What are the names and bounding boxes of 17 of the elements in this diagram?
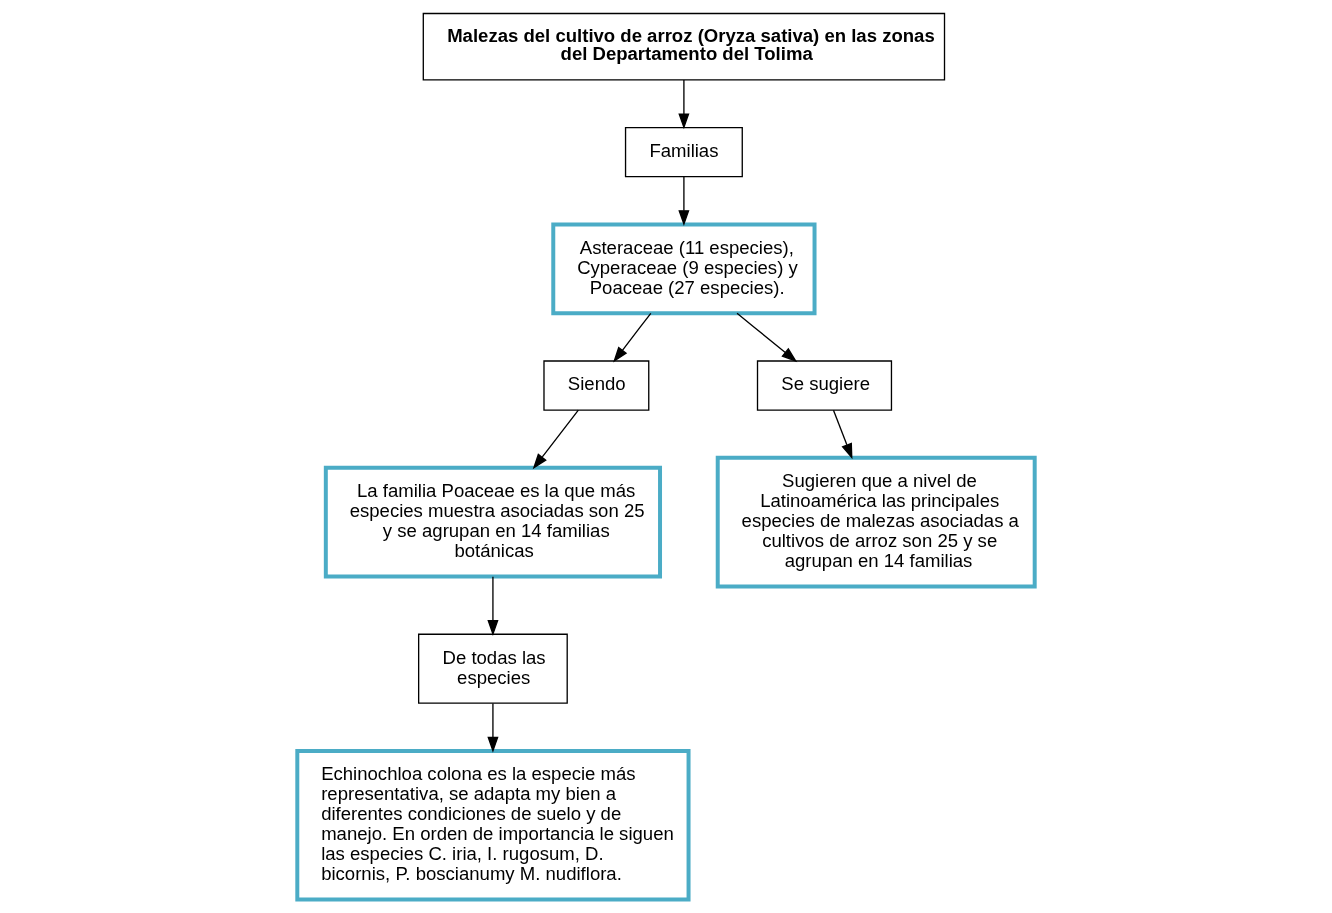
node-box: Echinochloa colona es la especie más representativa, se adapta my bien a diferentes condiciones de suelo y de manejo. En orden de importancia le siguen las especies C. iria, I. rugosum, D. bicornis, P. boscianumy M. nudiflora. [295, 748, 691, 902]
arrow [678, 176, 690, 227]
node-box: Familias [624, 126, 743, 178]
node-box: De todas las especies [418, 633, 568, 704]
arrow [487, 702, 499, 753]
arrow [736, 312, 798, 363]
node-box: Siendo [543, 360, 650, 411]
node-box: Sugieren que a nivel de Latinoamérica las principales especies de malezas asociadas a cultivos de arroz son 25 y se agrupan en 14 familias [715, 455, 1037, 589]
arrow [613, 312, 652, 363]
arrow [832, 409, 853, 460]
node-box: Se sugiere [756, 360, 893, 411]
node-box: Malezas del cultivo de arroz (Oryza sativa) en las zonas del Departamento del Tolima [422, 12, 946, 81]
arrow [678, 79, 690, 130]
node-box: Asteraceae (11 especies), Cyperaceae (9 especies) y Poaceae (27 especies). [551, 222, 817, 316]
arrow [532, 409, 579, 470]
arrow [487, 575, 499, 637]
node-box: La familia Poaceae es la que más especies muestra asociadas son 25 y se agrupan en 14 familias botánicas [323, 465, 662, 579]
